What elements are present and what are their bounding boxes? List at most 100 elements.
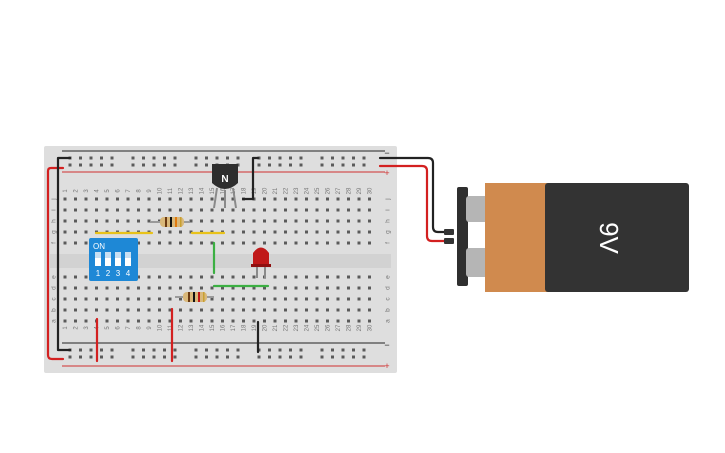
hole[interactable] [74, 208, 77, 212]
hole[interactable] [200, 208, 203, 212]
hole[interactable] [168, 230, 172, 234]
hole[interactable] [357, 319, 361, 323]
hole[interactable] [189, 208, 193, 212]
hole[interactable] [347, 230, 350, 234]
rail-hole[interactable] [163, 156, 166, 160]
hole[interactable] [357, 219, 361, 223]
hole[interactable] [147, 197, 151, 201]
hole[interactable] [252, 275, 256, 279]
hole[interactable] [305, 197, 308, 201]
hole[interactable] [336, 197, 340, 201]
hole[interactable] [263, 286, 266, 290]
hole[interactable] [200, 241, 203, 245]
rail-hole[interactable] [278, 156, 282, 160]
hole[interactable] [147, 308, 151, 312]
hole[interactable] [158, 241, 161, 245]
hole[interactable] [326, 286, 329, 290]
hole[interactable] [357, 241, 361, 245]
hole[interactable] [315, 286, 319, 290]
rail-hole[interactable] [194, 348, 198, 352]
hole[interactable] [242, 230, 245, 234]
hole[interactable] [147, 241, 151, 245]
rail-hole[interactable] [152, 156, 156, 160]
hole[interactable] [63, 319, 67, 323]
hole[interactable] [305, 275, 308, 279]
rail-hole[interactable] [278, 163, 282, 167]
hole[interactable] [231, 275, 235, 279]
hole[interactable] [200, 308, 203, 312]
rail-hole[interactable] [163, 348, 166, 352]
hole[interactable] [105, 286, 109, 290]
hole[interactable] [221, 208, 224, 212]
hole[interactable] [221, 297, 224, 301]
hole[interactable] [347, 308, 350, 312]
hole[interactable] [347, 241, 350, 245]
hole[interactable] [252, 208, 256, 212]
hole[interactable] [357, 297, 361, 301]
rail-hole[interactable] [268, 156, 271, 160]
hole[interactable] [210, 297, 214, 301]
hole[interactable] [242, 219, 245, 223]
rail-hole[interactable] [100, 156, 103, 160]
rail-hole[interactable] [278, 348, 282, 352]
hole[interactable] [273, 275, 277, 279]
hole[interactable] [105, 197, 109, 201]
hole[interactable] [347, 275, 350, 279]
hole[interactable] [273, 286, 277, 290]
hole[interactable] [179, 319, 182, 323]
rail-hole[interactable] [362, 355, 366, 359]
hole[interactable] [210, 241, 214, 245]
hole[interactable] [305, 230, 308, 234]
dip-switch-toggle-4[interactable] [125, 252, 131, 266]
hole[interactable] [179, 230, 182, 234]
hole[interactable] [74, 297, 77, 301]
hole[interactable] [284, 286, 287, 290]
hole[interactable] [252, 319, 256, 323]
hole[interactable] [179, 241, 182, 245]
rail-hole[interactable] [68, 355, 72, 359]
hole[interactable] [221, 219, 224, 223]
hole[interactable] [95, 197, 98, 201]
hole[interactable] [273, 197, 277, 201]
rail-hole[interactable] [320, 348, 324, 352]
hole[interactable] [74, 197, 77, 201]
rail-hole[interactable] [79, 163, 82, 167]
hole[interactable] [263, 308, 266, 312]
rail-hole[interactable] [362, 156, 366, 160]
rail-hole[interactable] [299, 156, 303, 160]
hole[interactable] [168, 275, 172, 279]
hole[interactable] [137, 319, 140, 323]
hole[interactable] [315, 219, 319, 223]
hole[interactable] [95, 208, 98, 212]
hole[interactable] [105, 219, 109, 223]
hole[interactable] [168, 319, 172, 323]
hole[interactable] [263, 241, 266, 245]
rail-hole[interactable] [352, 163, 355, 167]
hole[interactable] [63, 297, 67, 301]
hole[interactable] [305, 297, 308, 301]
hole[interactable] [63, 275, 67, 279]
resistor-bottom[interactable] [175, 292, 214, 302]
rail-hole[interactable] [320, 355, 324, 359]
hole[interactable] [326, 297, 329, 301]
hole[interactable] [126, 319, 130, 323]
hole[interactable] [126, 197, 130, 201]
hole[interactable] [158, 319, 161, 323]
rail-hole[interactable] [131, 355, 135, 359]
hole[interactable] [242, 208, 245, 212]
hole[interactable] [158, 297, 161, 301]
rail-hole[interactable] [194, 355, 198, 359]
rail-hole[interactable] [205, 348, 208, 352]
hole[interactable] [126, 208, 130, 212]
dip-switch-toggle-2[interactable] [105, 252, 111, 266]
hole[interactable] [179, 275, 182, 279]
hole[interactable] [326, 197, 329, 201]
rail-hole[interactable] [341, 163, 345, 167]
hole[interactable] [315, 197, 319, 201]
hole[interactable] [263, 297, 266, 301]
hole[interactable] [294, 275, 298, 279]
hole[interactable] [158, 230, 161, 234]
hole[interactable] [326, 230, 329, 234]
hole[interactable] [74, 230, 77, 234]
